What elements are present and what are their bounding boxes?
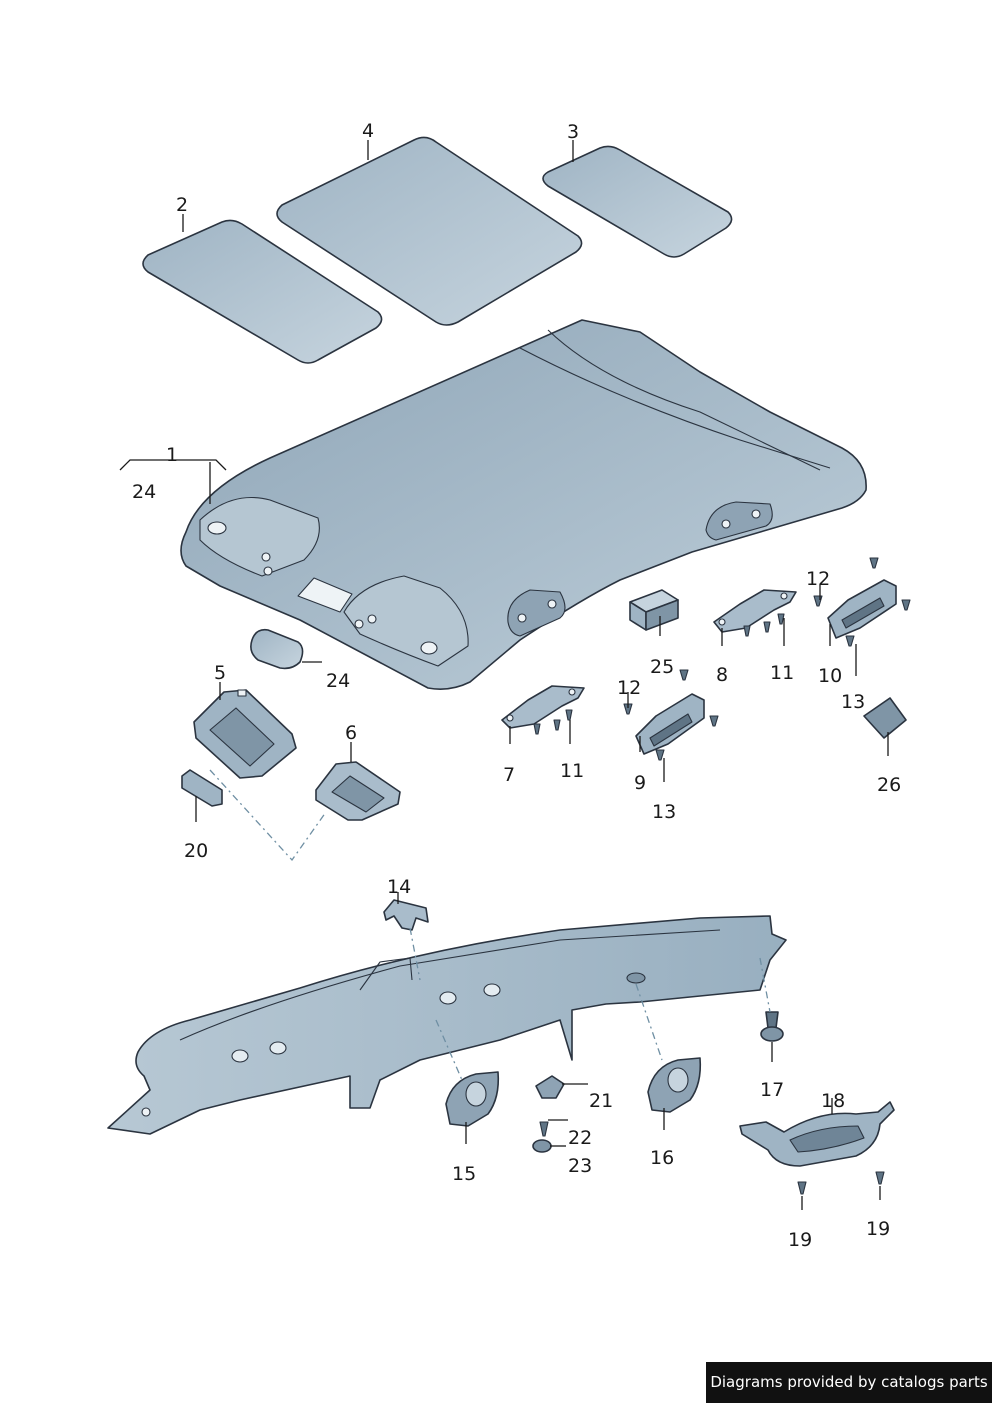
callout-21: 21 [589,1090,613,1112]
callout-5: 5 [214,662,226,684]
callout-13a: 13 [841,691,865,713]
credit-banner: Diagrams provided by catalogs parts [706,1362,992,1403]
insulation-panel-3[interactable] [542,145,733,258]
headliner-1[interactable] [180,319,867,690]
callout-24b: 24 [326,670,350,692]
clip-14[interactable] [383,899,429,931]
screws-19[interactable] [797,1171,885,1195]
bracket-10[interactable] [827,579,897,639]
callout-6: 6 [345,722,357,744]
callout-9: 9 [634,772,646,794]
callout-10: 10 [818,665,842,687]
callout-14: 14 [387,876,411,898]
callout-12b: 12 [617,677,641,699]
callout-17: 17 [760,1079,784,1101]
callout-7: 7 [503,764,515,786]
callout-18: 18 [821,1090,845,1112]
callout-labels: 1 2 3 4 24 24 5 6 20 7 11 8 11 25 10 12 … [132,120,901,1251]
cover-24[interactable] [250,628,304,670]
callout-13b: 13 [652,801,676,823]
callout-15: 15 [452,1163,476,1185]
handle-base-15[interactable] [445,1071,500,1127]
strip-20[interactable] [181,769,223,807]
leader-lines [119,140,889,1210]
screws-11-right[interactable] [743,613,785,637]
callout-11b: 11 [770,662,794,684]
lower-headliner-trim[interactable] [107,915,787,1135]
callout-19b: 19 [866,1218,890,1240]
cap-23[interactable] [532,1139,552,1153]
block-25[interactable] [629,589,679,631]
callout-24a: 24 [132,481,156,503]
callout-1: 1 [166,444,178,466]
assembly-line-5-6 [209,769,327,862]
console-5[interactable] [193,689,297,779]
callout-25: 25 [650,656,674,678]
bracket-7[interactable] [501,685,585,729]
cover-6[interactable] [315,761,401,821]
callout-16: 16 [650,1147,674,1169]
screws-12-13-right[interactable] [813,557,911,647]
callout-8: 8 [716,664,728,686]
callout-20: 20 [184,840,208,862]
bracket-8[interactable] [713,589,797,633]
callout-2: 2 [176,194,188,216]
assembly-line-17 [759,957,771,1013]
insulation-panel-2[interactable] [142,219,383,364]
assembly-line-16 [635,983,663,1061]
callout-23: 23 [568,1155,592,1177]
callout-26: 26 [877,774,901,796]
callout-12a: 12 [806,568,830,590]
assembly-line-15 [435,1019,463,1081]
screws-12-13-left[interactable] [623,669,719,761]
callout-11a: 11 [560,760,584,782]
callout-4: 4 [362,120,374,142]
clip-17[interactable] [760,1011,784,1042]
nut-21[interactable] [535,1075,565,1099]
callout-3: 3 [567,121,579,143]
grab-handle-18[interactable] [739,1101,895,1167]
callout-22: 22 [568,1127,592,1149]
clip-26[interactable] [863,697,907,739]
handle-base-16[interactable] [647,1057,702,1113]
insulation-panel-4[interactable] [276,136,583,326]
screw-22[interactable] [539,1121,549,1137]
callout-19a: 19 [788,1229,812,1251]
bracket-9[interactable] [635,693,705,755]
